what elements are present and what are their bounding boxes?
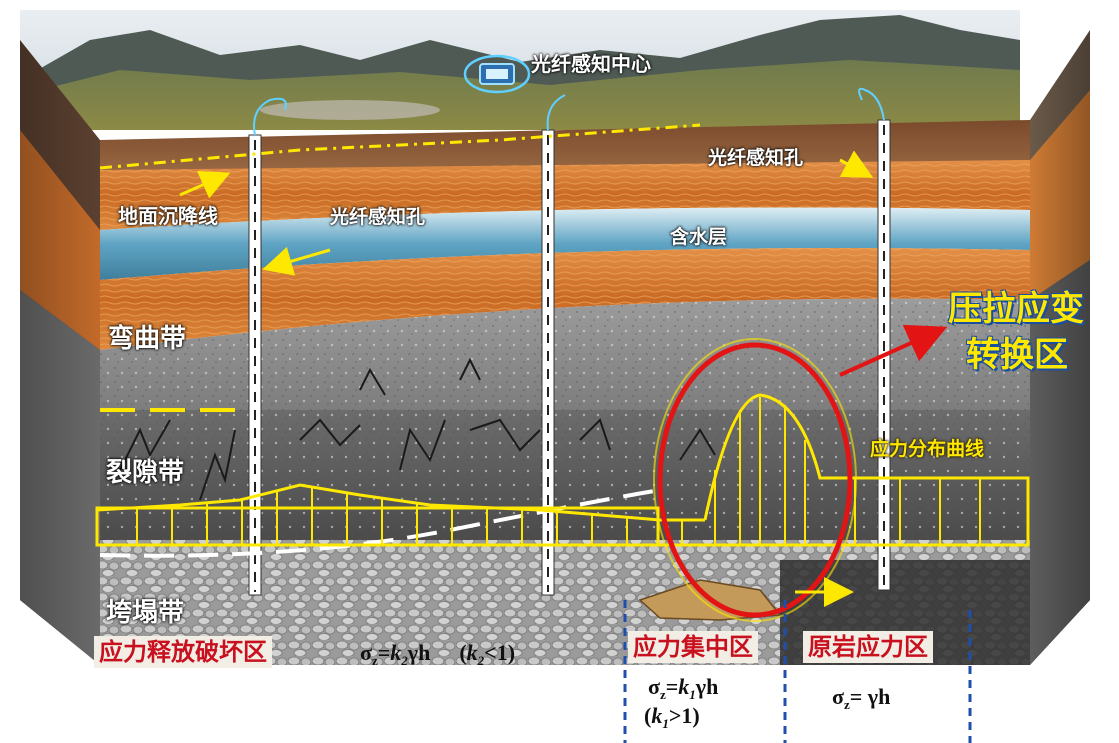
fracture-zone-label: 裂隙带	[106, 458, 185, 488]
conversion-zone-ellipse	[657, 342, 853, 618]
conversion-zone-label-line2: 转换区	[966, 335, 1068, 375]
subsidence-line	[99, 123, 701, 170]
stress-grid-lines	[136, 397, 981, 545]
computer-screen-icon	[463, 54, 531, 94]
conversion-zone-glow	[653, 338, 857, 622]
landscape-background	[20, 10, 1020, 130]
arrow-icon	[179, 150, 948, 607]
release-formula: σz=k2γh (k2<1)	[360, 640, 516, 668]
fracture-cracks	[119, 357, 716, 501]
original-formula: σz= γh	[832, 684, 891, 712]
conversion-zone-label-line1: 压拉应变	[948, 289, 1084, 329]
sensing-hole-label-right: 光纤感知孔	[708, 147, 804, 169]
zone-dividers	[623, 600, 972, 743]
fiber-loop-icon	[253, 87, 885, 136]
aquifer-label: 含水层	[670, 226, 728, 248]
stress-concentration-zone-box: 应力集中区	[628, 631, 758, 663]
sensing-hole-label-left: 光纤感知孔	[330, 206, 426, 228]
stress-curve-label: 应力分布曲线	[870, 438, 985, 460]
stress-distribution-curve	[95, 393, 1030, 547]
subsidence-line-label: 地面沉降线	[118, 204, 218, 228]
fiber-borehole-middle	[541, 129, 555, 596]
original-rock-stress-zone-box: 原岩应力区	[803, 631, 933, 663]
bending-zone-label: 弯曲带	[108, 324, 187, 354]
stress-release-zone-box: 应力释放破坏区	[94, 636, 272, 668]
caving-zone-label: 垮塌带	[106, 598, 185, 628]
concentration-formula: σz=k1γh (k1>1)	[644, 674, 719, 731]
fracture-caving-boundary	[99, 488, 661, 558]
fiber-borehole-left	[248, 134, 262, 596]
sensing-center-label: 光纤感知中心	[531, 52, 651, 76]
